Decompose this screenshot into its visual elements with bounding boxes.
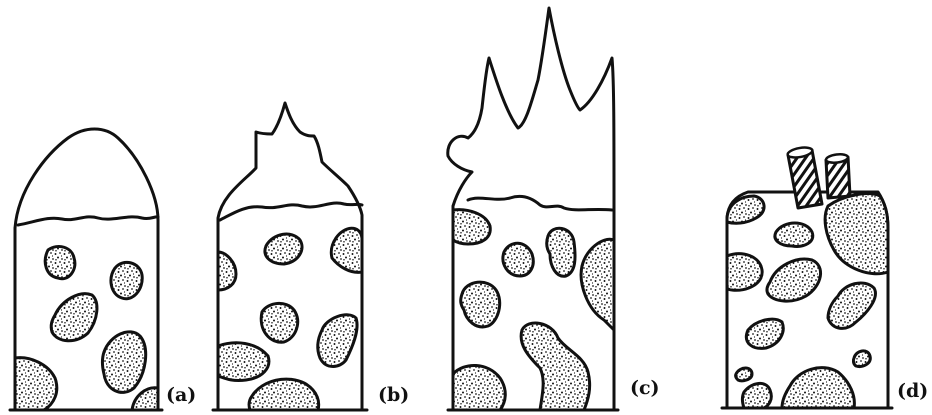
panel-c-particle xyxy=(503,243,533,276)
panel-b: (b) xyxy=(213,103,409,410)
panel-a: (a) xyxy=(10,129,196,410)
panel-d-label: (d) xyxy=(897,380,928,402)
panel-d-nanotube xyxy=(788,150,822,208)
panel-b-particle xyxy=(331,228,362,272)
panel-a-label: (a) xyxy=(166,384,196,406)
panel-b-particle xyxy=(218,252,236,290)
panel-a-particle xyxy=(51,294,97,341)
panel-d: (d) xyxy=(722,146,928,408)
panel-b-particle xyxy=(218,343,269,381)
panel-c-particle xyxy=(461,282,500,327)
panel-b-particle xyxy=(318,315,357,367)
panel-a-particle xyxy=(111,262,142,298)
panel-d-particle xyxy=(727,254,762,291)
panel-c-particle xyxy=(581,239,614,330)
panel-d-particle xyxy=(825,194,888,274)
panel-c: (c) xyxy=(448,8,660,410)
panel-d-particle xyxy=(767,259,821,301)
panel-d-particle xyxy=(853,351,870,367)
panel-b-label: (b) xyxy=(378,384,409,406)
panel-a-particle xyxy=(45,247,75,279)
panel-d-particle xyxy=(782,368,854,408)
panel-b-particle xyxy=(261,303,297,342)
panel-d-particle xyxy=(828,283,875,328)
panel-d-particle xyxy=(775,223,813,246)
panel-a-particle xyxy=(103,332,146,393)
panel-a-particle xyxy=(15,358,57,410)
panel-b-interface xyxy=(220,203,362,220)
panel-a-particle xyxy=(132,388,158,410)
panel-c-particle xyxy=(521,323,590,410)
panel-c-label: (c) xyxy=(630,377,660,399)
panel-b-particle xyxy=(265,234,302,264)
panel-b-particle xyxy=(249,379,319,410)
panel-d-particle xyxy=(736,368,752,381)
panel-c-particle xyxy=(453,365,505,410)
panel-c-interface xyxy=(468,196,612,210)
panel-a-interface xyxy=(18,217,158,225)
panel-d-particle xyxy=(743,383,772,408)
panel-d-particle xyxy=(746,319,783,348)
panel-c-particle xyxy=(453,210,490,244)
panel-c-particle xyxy=(547,228,575,276)
